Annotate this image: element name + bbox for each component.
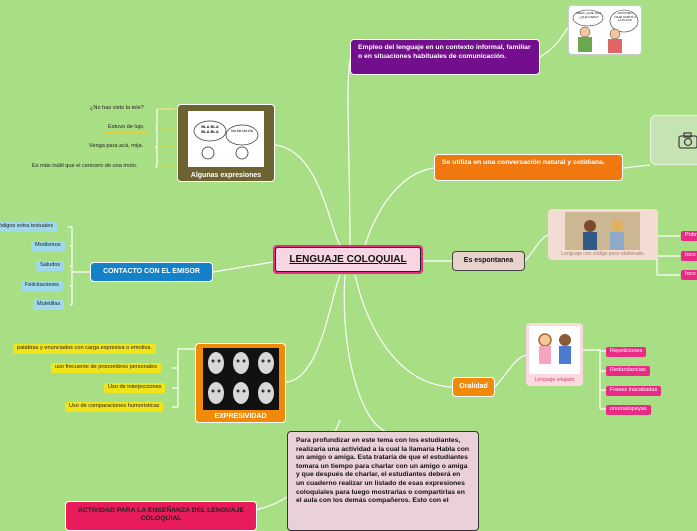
- kids-talking-icon: [538, 333, 571, 364]
- expressions-leaf-3[interactable]: Venga para acá, mija.: [85, 142, 148, 152]
- line-usage: [364, 167, 435, 246]
- usage-label: Se utiliza en una conversación natural y…: [442, 159, 605, 166]
- spontaneous-leaf-1[interactable]: Pobr: [681, 231, 697, 241]
- expressivity-label: EXPRESIVIDAD: [214, 413, 267, 420]
- contact-node[interactable]: CONTACTO CON EL EMISOR: [90, 262, 213, 282]
- orality-leaf-4[interactable]: onomatopeyas: [606, 405, 651, 415]
- orality-leaf-2[interactable]: Redundancias: [606, 366, 650, 376]
- activity-node[interactable]: ACTIVIDAD PARA LA ENSEÑANZA DEL LENGUAJE…: [65, 501, 257, 531]
- expressions-balloon-right: bla bla bla bla: [231, 129, 253, 133]
- classroom-photo: [565, 212, 640, 250]
- spontaneous-leaf-2[interactable]: Inco: [681, 251, 697, 261]
- orality-leaf-3[interactable]: Frases inacabadas: [606, 386, 662, 396]
- orality-image[interactable]: Lenguaje relajado: [526, 323, 583, 386]
- connector-lines: [68, 27, 680, 511]
- expressivity-node[interactable]: EXPRESIVIDAD: [195, 343, 286, 423]
- note-label: Para profundizar en este tema con los es…: [296, 437, 470, 505]
- spontaneous-image-caption: Lenguaje con código poco elaborado.: [561, 251, 645, 257]
- spontaneous-node[interactable]: Es espontanea: [452, 251, 525, 271]
- expressions-node[interactable]: BLA BLA BLA BLA bla bla bla bla Algunas …: [177, 104, 275, 182]
- expressivity-leaf-4[interactable]: Uso de comparaciones humorísticas: [65, 402, 164, 412]
- masks-image: [203, 348, 279, 410]
- expressions-leaf-1[interactable]: ¿No has visto la tele?: [86, 104, 148, 114]
- definition-label: Empleo del lenguaje en un contexto infor…: [358, 44, 531, 60]
- contact-leaf-3[interactable]: Saludos: [36, 261, 65, 271]
- activity-label: ACTIVIDAD PARA LA ENSEÑANZA DEL LENGUAJE…: [77, 507, 245, 522]
- cartoon-bubble-right: ¡PRÓXIMO VIAJE VAMOS A LA PLAYA!: [613, 11, 637, 22]
- definition-node[interactable]: Empleo del lenguaje en un contexto infor…: [350, 39, 540, 75]
- cartoon-image[interactable]: BIEN! ¿QUÉ TAL? ¿QUE ONDA? ¡PRÓXIMO VIAJ…: [568, 5, 642, 55]
- expressivity-leaf-1[interactable]: palabras y enunciados con carga expresiv…: [13, 344, 156, 354]
- talking-people-icon: [572, 9, 639, 53]
- contact-leaf-4[interactable]: Felicitaciones: [21, 281, 63, 291]
- spontaneous-label: Es espontanea: [463, 257, 514, 264]
- orality-label: Oralidad: [459, 383, 488, 390]
- line-orality: [354, 274, 453, 388]
- contact-leaf-5[interactable]: Muletillas: [33, 300, 65, 310]
- expressions-image: BLA BLA BLA BLA bla bla bla bla: [188, 111, 264, 167]
- line-cartoon: [539, 27, 569, 58]
- line-note: [343, 274, 386, 432]
- line-contact: [212, 261, 274, 273]
- lines-contact-leaves: [68, 226, 90, 306]
- lines-spontaneous-leaves: [656, 235, 680, 276]
- usage-node[interactable]: Se utiliza en una conversación natural y…: [434, 154, 623, 181]
- line-expressions: [274, 144, 341, 246]
- line-spontaneous-img: [524, 234, 549, 262]
- people-talking-icon: [565, 212, 640, 250]
- spontaneous-leaf-3[interactable]: Inco: [681, 270, 697, 280]
- cartoon-bubble-left: BIEN! ¿QUÉ TAL? ¿QUE ONDA?: [576, 11, 602, 19]
- lines-orality-leaves: [583, 349, 606, 410]
- underline-expressions: [157, 108, 175, 168]
- kids-talking-photo: [529, 326, 580, 374]
- orality-node[interactable]: Oralidad: [452, 377, 495, 397]
- photo-placeholder[interactable]: [650, 115, 697, 165]
- central-topic[interactable]: LENGUAJE COLOQUIAL: [273, 245, 423, 274]
- lines-expressivity-leaves: [172, 348, 195, 408]
- masks-icon: [208, 352, 274, 404]
- central-topic-label: LENGUAJE COLOQUIAL: [275, 247, 421, 272]
- expressions-label: Algunas expresiones: [190, 172, 262, 179]
- chatting-people-icon: [193, 120, 259, 160]
- contact-label: CONTACTO CON EL EMISOR: [103, 268, 200, 275]
- orality-leaf-1[interactable]: Repeticiones: [606, 347, 647, 357]
- expressions-balloon-left: BLA BLA BLA BLA: [201, 124, 219, 134]
- lines-expressions-leaves: [155, 108, 175, 168]
- line-photo: [622, 164, 651, 169]
- expressivity-leaf-2[interactable]: uso frecuente de pronombres personales: [51, 363, 161, 373]
- expressivity-leaf-3[interactable]: Uso de interjecciones: [104, 383, 166, 393]
- line-orality-img: [494, 354, 527, 388]
- expressions-leaf-2[interactable]: Estuvo de lujo.: [104, 123, 149, 133]
- expressions-leaf-4[interactable]: Es más inútil que el cenicero de una mot…: [28, 162, 142, 172]
- contact-leaf-1[interactable]: códigos extra textuales: [0, 222, 58, 232]
- camera-icon: [678, 132, 697, 149]
- line-expressivity: [285, 274, 341, 383]
- orality-image-caption: Lenguaje relajado: [534, 377, 575, 383]
- spontaneous-image[interactable]: Lenguaje con código poco elaborado.: [548, 209, 658, 260]
- note-node[interactable]: Para profundizar en este tema con los es…: [287, 431, 479, 531]
- contact-leaf-2[interactable]: Modismos: [31, 241, 65, 251]
- line-definition: [347, 56, 352, 246]
